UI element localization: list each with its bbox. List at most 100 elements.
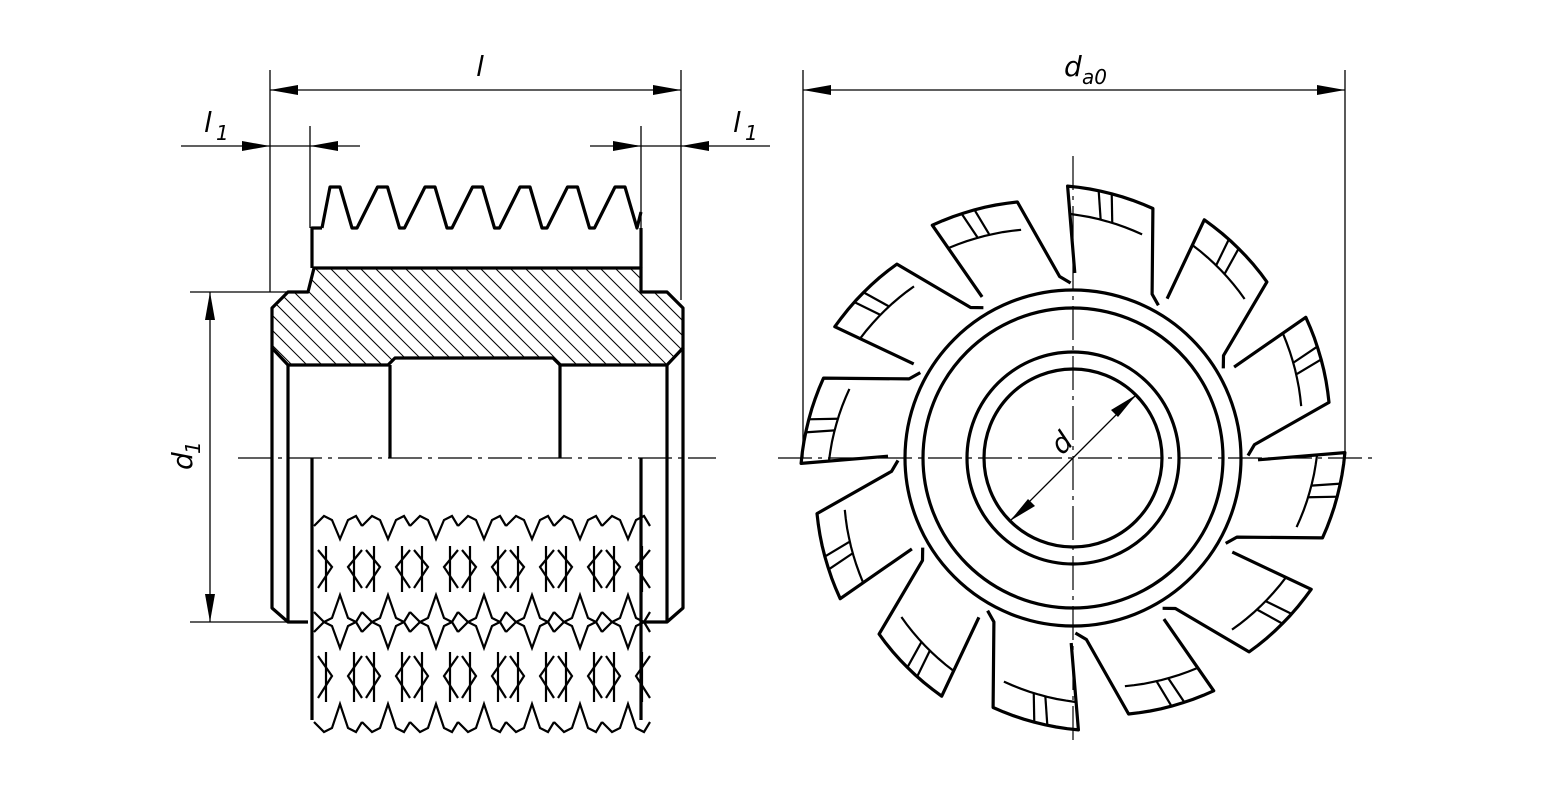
tooth-ridge <box>409 620 459 652</box>
tooth-facet <box>509 549 526 589</box>
tooth-facet <box>317 549 334 589</box>
tooth-land-line <box>1097 190 1102 220</box>
hatch-line <box>659 268 683 365</box>
outer-diameter-label: d <box>1064 50 1082 83</box>
tooth-relief-line <box>1231 577 1287 631</box>
tooth-ridge <box>601 591 651 624</box>
tooth-relief-line <box>1070 212 1143 236</box>
tooth-land-line <box>1292 345 1319 364</box>
tooth-ridge <box>457 700 507 734</box>
tooth-facet <box>605 655 622 699</box>
hatch-line <box>284 268 386 365</box>
thread-profile <box>320 185 643 230</box>
tooth-ridge <box>553 591 603 624</box>
tooth-land-line <box>1265 600 1293 616</box>
tooth-facet <box>557 549 574 589</box>
hub-inner-circle <box>921 306 1225 610</box>
tooth-facet <box>634 549 651 589</box>
tooth-relief-line <box>1192 244 1246 300</box>
tooth-relief-line <box>1003 680 1076 704</box>
tooth-facet <box>365 655 382 699</box>
tooth-land-line <box>862 290 889 308</box>
dimension-shank-right: l 1 <box>590 106 770 228</box>
hatch-line <box>584 268 683 365</box>
tooth-ridge <box>505 591 555 624</box>
tooth-land-line <box>1311 482 1341 487</box>
tooth-facet <box>442 655 459 699</box>
tooth-land-line <box>1296 357 1323 376</box>
bore-chamfer-circle <box>965 350 1181 566</box>
hatch-line <box>554 268 656 365</box>
tooth-facet <box>365 549 382 589</box>
tooth-ridge <box>361 591 411 624</box>
cutter-tooth <box>1074 618 1216 716</box>
hatch-line <box>272 268 311 365</box>
tooth-relief-line <box>1295 455 1319 528</box>
hatch-line <box>344 268 446 365</box>
shank-length-left-label: l <box>204 106 212 139</box>
length-label: l <box>476 50 484 83</box>
tooth-ridge <box>361 620 411 652</box>
tooth-facet <box>538 655 555 699</box>
tooth-ridge <box>313 514 363 542</box>
tooth-facet <box>394 655 411 699</box>
hatch-line <box>404 268 506 365</box>
cutter-tooth <box>1065 184 1160 307</box>
hatch-line <box>705 268 805 368</box>
hatch-line <box>509 268 611 365</box>
tooth-ridge <box>601 700 651 734</box>
cutter-teeth <box>799 184 1347 732</box>
tooth-facet <box>538 549 555 589</box>
profile-flanks <box>310 226 643 268</box>
tooth-facet <box>413 655 430 699</box>
dimension-shank-diameter: d 1 <box>166 291 288 623</box>
hatch-line <box>735 268 835 368</box>
tooth-land-line <box>1155 681 1174 708</box>
tooth-ridge <box>553 700 603 734</box>
hatch-line <box>644 268 683 365</box>
hatch-line <box>494 268 596 365</box>
tooth-facet <box>346 549 363 589</box>
tooth-ridge <box>361 700 411 734</box>
shank-length-left-sub: 1 <box>216 121 229 145</box>
hatch-line <box>674 268 683 365</box>
hatch-line <box>524 268 626 365</box>
tooth-relief-line <box>900 616 954 672</box>
hatch-line <box>272 268 281 365</box>
tooth-land-line <box>1044 696 1049 726</box>
tooth-land-line <box>1215 238 1231 266</box>
tooth-ridge <box>313 700 363 734</box>
dimension-outer-diameter: d a0 <box>802 50 1346 458</box>
hatch-line <box>272 268 356 365</box>
hatch-line <box>299 268 401 365</box>
hatch-line <box>329 268 431 365</box>
tooth-land-line <box>1032 693 1036 724</box>
cutter-tooth <box>1165 218 1269 369</box>
tooth-ridge <box>601 514 651 542</box>
tooth-facet <box>461 655 478 699</box>
tooth-land-line <box>905 642 923 669</box>
shank-diameter-sub: 1 <box>181 441 205 454</box>
tooth-relief-line <box>1124 667 1198 688</box>
tooth-land-line <box>960 212 979 239</box>
dimension-shank-left: l 1 <box>181 106 360 228</box>
tooth-ridge <box>457 514 507 542</box>
side-view: l l 1 l 1 d 1 <box>166 50 835 734</box>
shank-diameter-label: d <box>166 452 199 470</box>
tooth-facet <box>557 655 574 699</box>
tooth-ridge <box>409 514 459 542</box>
tooth-facet <box>346 655 363 699</box>
hatch-line <box>359 268 461 365</box>
tooth-ridge <box>505 514 555 542</box>
tooth-land-line <box>1110 192 1114 223</box>
cutter-tooth <box>1233 315 1331 457</box>
tooth-land-line <box>853 300 881 316</box>
dimension-length: l <box>269 50 682 300</box>
tooth-ridge <box>409 700 459 734</box>
tooth-ridge <box>361 514 411 542</box>
tooth-facet <box>509 655 526 699</box>
hatch-line <box>434 268 536 365</box>
hatch-line <box>720 268 820 368</box>
shank-length-right-sub: 1 <box>745 121 758 145</box>
